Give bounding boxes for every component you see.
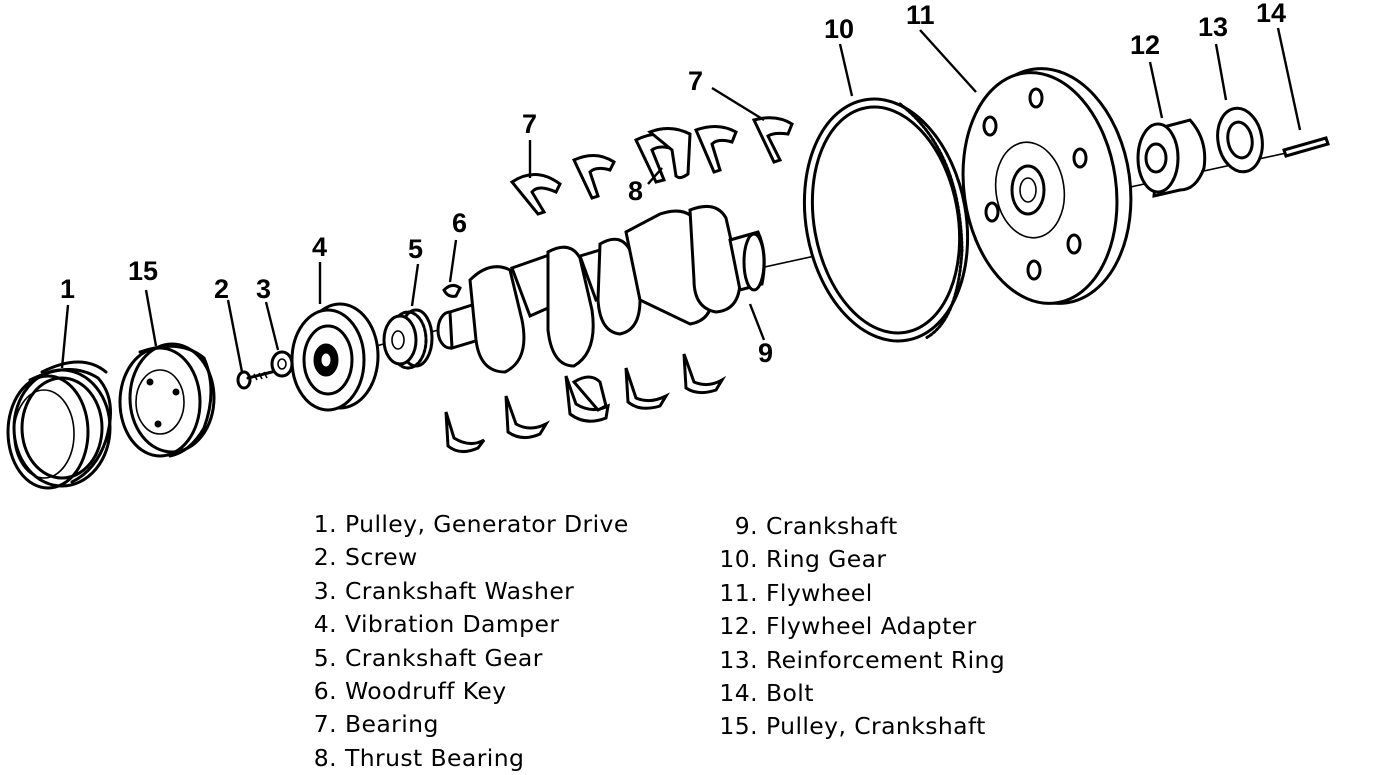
legend-item: 3. Crankshaft Washer	[312, 575, 629, 608]
legend-item: 2. Screw	[312, 541, 629, 574]
bolt	[1282, 136, 1330, 158]
reinforcement-ring	[1216, 106, 1264, 174]
leader-lines	[60, 27, 1302, 373]
callout-13: 13	[1198, 12, 1228, 42]
legend-item-number: 7.	[313, 710, 337, 739]
flywheel	[961, 67, 1133, 305]
legend-item-number: 14.	[719, 678, 758, 707]
legend-item-label: Flywheel	[766, 578, 873, 607]
callout-6: 6	[452, 208, 467, 238]
legend-item: 12. Flywheel Adapter	[714, 610, 1005, 643]
crankshaft-pulley	[118, 342, 216, 458]
woodruff-key	[442, 283, 462, 298]
legend-item: 9. Crankshaft	[714, 510, 1005, 543]
legend-item-number: 13.	[719, 645, 758, 674]
callout-10: 10	[824, 14, 854, 44]
callout-15: 15	[128, 256, 158, 286]
legend-item-number: 5.	[313, 643, 337, 672]
legend-item-number: 10.	[719, 545, 758, 574]
callout-14: 14	[1256, 0, 1286, 28]
ring-gear	[802, 97, 970, 343]
callout-1: 1	[60, 274, 75, 304]
legend-item-number: 8.	[313, 743, 337, 772]
legend-item-label: Screw	[345, 543, 418, 572]
legend-item-number: 15.	[719, 712, 758, 741]
legend-item: 1. Pulley, Generator Drive	[312, 508, 629, 541]
legend-item-label: Pulley, Generator Drive	[345, 510, 629, 538]
legend-item: 14. Bolt	[714, 677, 1005, 710]
legend-item-number: 11.	[719, 578, 758, 607]
legend-right-column: 9. Crankshaft 10. Ring Gear 11. Flywheel 12…	[714, 510, 1005, 744]
legend-item: 10. Ring Gear	[714, 543, 1005, 576]
callout-9: 9	[758, 338, 773, 368]
legend-item-number: 4.	[313, 610, 337, 639]
legend-item-number: 1.	[313, 510, 337, 538]
crankshaft-gear	[382, 308, 434, 370]
legend-item-number: 6.	[313, 676, 337, 705]
callout-12: 12	[1130, 30, 1160, 60]
screw	[236, 370, 274, 390]
callout-4: 4	[312, 232, 327, 262]
legend-item: 4. Vibration Damper	[312, 608, 629, 641]
legend-item: 5. Crankshaft Gear	[312, 642, 629, 675]
callout-3: 3	[256, 274, 271, 304]
upper-bearing-shells	[509, 116, 794, 216]
flywheel-adapter	[1136, 118, 1207, 198]
legend-left-column: 1. Pulley, Generator Drive 2. Screw 3. Cran…	[312, 508, 629, 775]
legend-item-number: 3.	[313, 576, 337, 605]
callout-11: 11	[906, 0, 935, 30]
callout-7-left: 7	[522, 109, 537, 139]
legend-item: 7. Bearing	[312, 708, 629, 741]
legend-item-label: Pulley, Crankshaft	[766, 712, 986, 741]
legend-item: 8. Thrust Bearing	[312, 742, 629, 775]
legend-item-label: Bolt	[766, 678, 814, 707]
callout-2: 2	[214, 274, 229, 304]
generator-drive-pulley	[6, 360, 112, 490]
legend-item-label: Thrust Bearing	[345, 743, 525, 772]
legend-item-number: 12.	[719, 612, 758, 641]
callout-5: 5	[408, 234, 423, 264]
legend-item: 6. Woodruff Key	[312, 675, 629, 708]
legend-item-label: Woodruff Key	[345, 676, 507, 705]
legend-item: 13. Reinforcement Ring	[714, 644, 1005, 677]
callout-8: 8	[628, 176, 643, 206]
legend-item-label: Crankshaft Washer	[345, 576, 575, 605]
legend-item-label: Vibration Damper	[345, 610, 560, 639]
vibration-damper	[290, 302, 380, 412]
legend-item-label: Reinforcement Ring	[766, 645, 1006, 674]
legend-item-label: Crankshaft	[766, 512, 898, 540]
crankshaft	[436, 204, 766, 374]
legend-item-label: Ring Gear	[766, 545, 887, 574]
crankshaft-washer	[270, 350, 294, 378]
legend-item-number: 9.	[734, 512, 758, 540]
legend-item-number: 2.	[313, 543, 337, 572]
legend-item: 11. Flywheel	[714, 577, 1005, 610]
legend-item: 15. Pulley, Crankshaft	[714, 710, 1005, 743]
lower-bearing-shells	[444, 353, 727, 453]
legend-item-label: Bearing	[345, 710, 439, 739]
legend-item-label: Flywheel Adapter	[766, 612, 977, 641]
callout-7-right: 7	[688, 66, 703, 96]
legend-item-label: Crankshaft Gear	[345, 643, 543, 672]
